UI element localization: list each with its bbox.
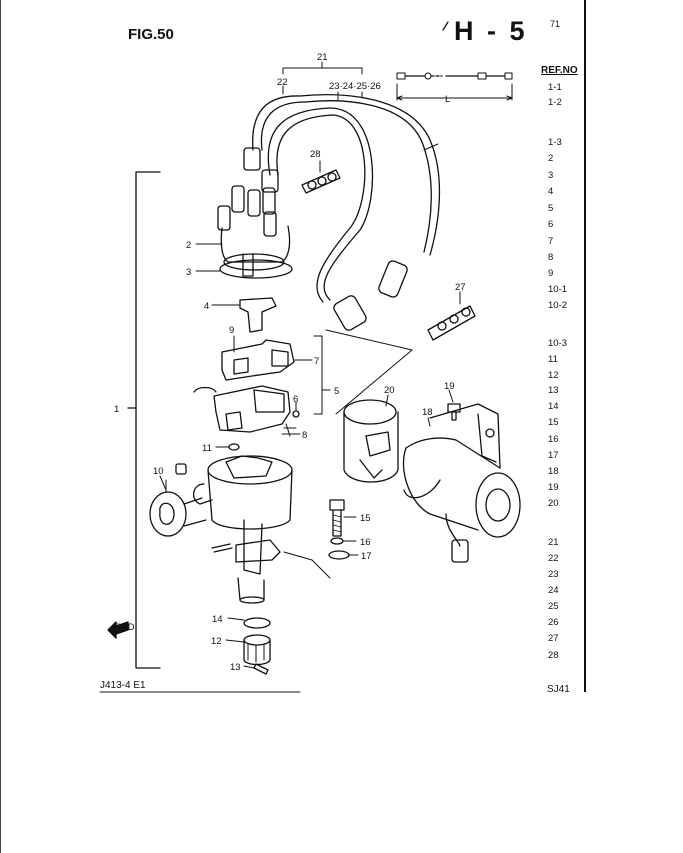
ref-number: 1-1 (548, 82, 562, 93)
callout-13: 13 (230, 662, 241, 673)
page-left-border (0, 0, 1, 853)
callout-14: 14 (212, 614, 223, 625)
ref-number: 20 (548, 498, 559, 509)
callout-12: 12 (211, 636, 222, 647)
spark-plug-boots (243, 147, 408, 331)
washer-16 (330, 537, 344, 545)
callout-8: 8 (302, 430, 307, 441)
callout-15: 15 (360, 513, 371, 524)
fwd-label: FWD (113, 622, 135, 633)
ref-number: 1-3 (548, 137, 562, 148)
ref-number: 22 (548, 553, 559, 564)
ref-number: 1-2 (548, 97, 562, 108)
drawing-code: J413-4 E1 (100, 680, 146, 691)
callout-27: 27 (455, 282, 466, 293)
ref-number: 3 (548, 170, 554, 181)
ignition-coil-20 (343, 399, 399, 483)
bracket-part-1 (127, 171, 161, 669)
rotor-4 (239, 297, 277, 333)
callout-10: 10 (153, 466, 164, 477)
bolt-19 (447, 403, 461, 421)
callout-11: 11 (202, 443, 212, 454)
ref-number: 6 (548, 219, 554, 230)
callout-23-26: 23·24·25·26 (329, 81, 381, 92)
drive-gear-12 (243, 634, 271, 666)
ref-number: 18 (548, 466, 559, 477)
callout-9: 9 (229, 325, 234, 336)
pin-13 (253, 663, 269, 675)
length-label: L (445, 94, 450, 105)
cap-seal-3 (219, 259, 293, 279)
cord-clamp-28 (301, 160, 341, 194)
ref-number: 8 (548, 252, 554, 263)
high-tension-cords (252, 94, 441, 303)
bolt-15 (329, 499, 345, 537)
ref-number: 24 (548, 585, 559, 596)
ref-number: 28 (548, 650, 559, 661)
callout-2: 2 (186, 240, 191, 251)
callout-3: 3 (186, 267, 191, 278)
ref-number: 16 (548, 434, 559, 445)
ref-number: 10-3 (548, 338, 568, 349)
callout-28: 28 (310, 149, 321, 160)
plug-wire-length-sketch (396, 72, 513, 101)
ref-number: 13 (548, 385, 559, 396)
clip-11 (228, 443, 240, 451)
ref-number: 4 (548, 186, 554, 197)
ref-number: 11 (548, 354, 558, 365)
distributor-cap-2 (217, 185, 291, 277)
callout-20: 20 (384, 385, 395, 396)
o-ring-14 (243, 617, 271, 629)
ref-number: 14 (548, 401, 559, 412)
section-code: H - 5 (454, 16, 528, 46)
callout-5: 5 (334, 386, 339, 397)
ref-number: 21 (548, 537, 559, 548)
callout-16: 16 (360, 537, 371, 548)
ref-number: 15 (548, 417, 559, 428)
callout-17: 17 (361, 551, 372, 562)
ref-number: 19 (548, 482, 559, 493)
callout-4: 4 (204, 301, 209, 312)
ignition-coil-18 (402, 403, 521, 563)
bracket-part-21 (282, 61, 363, 75)
cord-clamp-27 (427, 291, 476, 341)
fwd-arrow-icon: FWD (107, 621, 135, 639)
model-code: SJ41 (547, 684, 570, 695)
ref-number: 9 (548, 268, 554, 279)
ref-number: 7 (548, 236, 554, 247)
callout-22: 22 (277, 77, 288, 88)
ref-number: 10-2 (548, 300, 568, 311)
callout-6: 6 (293, 394, 298, 405)
figure-label: FIG.50 (128, 26, 174, 43)
vacuum-unit-10 (149, 463, 207, 537)
callout-7: 7 (314, 356, 319, 367)
callout-21: 21 (317, 52, 328, 63)
callout-19: 19 (444, 381, 455, 392)
ref-number: 2 (548, 153, 554, 164)
ref-number: 23 (548, 569, 559, 580)
distributor-housing (193, 455, 293, 604)
ref-number: 26 (548, 617, 559, 628)
callout-numbers: 1 2 3 4 5 6 7 8 9 10 11 12 13 14 15 16 1… (114, 52, 466, 673)
ref-number: 17 (548, 450, 559, 461)
ref-number: 27 (548, 633, 559, 644)
ref-number: 5 (548, 203, 554, 214)
section-tick (442, 21, 449, 31)
callout-18: 18 (422, 407, 433, 418)
ref-column-header: REF.NO (541, 65, 578, 76)
callout-leaders (159, 85, 454, 669)
washer-17 (328, 550, 350, 560)
callout-1: 1 (114, 404, 119, 415)
page-number: 71 (550, 19, 561, 29)
breaker-plate-assembly (193, 385, 300, 437)
ref-number: 12 (548, 370, 559, 381)
ref-number: 10-1 (548, 284, 568, 295)
bracket-part-5 (313, 335, 331, 415)
ref-number: 25 (548, 601, 559, 612)
signal-generator-9-7 (221, 339, 295, 381)
column-divider (584, 0, 586, 692)
